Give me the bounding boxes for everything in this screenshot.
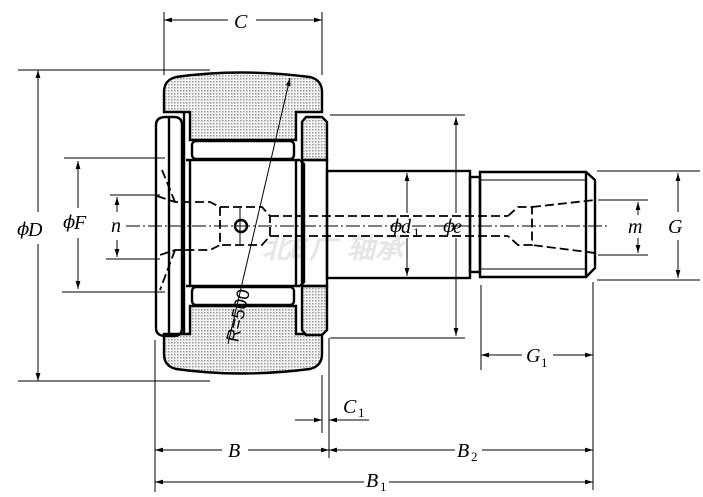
dim-phie: ϕ e xyxy=(330,114,465,339)
radius-leader xyxy=(227,77,291,345)
svg-text:ϕ: ϕ xyxy=(17,219,29,240)
svg-text:B: B xyxy=(228,440,240,462)
dim-phiD: ϕ D xyxy=(17,69,210,382)
svg-text:1: 1 xyxy=(380,479,387,494)
dim-G: G xyxy=(597,170,700,281)
dim-m: m xyxy=(598,199,648,256)
dim-C1: C 1 xyxy=(295,338,369,458)
stud-shaft xyxy=(325,169,597,280)
svg-text:B: B xyxy=(366,470,378,492)
dim-C: C xyxy=(163,11,323,75)
svg-text:G: G xyxy=(526,345,541,367)
dim-phid1: ϕ d 1 xyxy=(390,173,420,276)
svg-text:d: d xyxy=(401,216,412,238)
dim-G1: G 1 xyxy=(480,282,594,490)
svg-text:G: G xyxy=(668,216,683,238)
svg-text:C: C xyxy=(343,396,357,418)
svg-text:ϕ: ϕ xyxy=(390,216,402,237)
svg-text:1: 1 xyxy=(541,355,548,370)
svg-text:e: e xyxy=(453,216,462,238)
hidden-lines xyxy=(156,169,596,291)
outer-ring xyxy=(162,71,324,375)
svg-text:D: D xyxy=(27,219,43,241)
svg-text:n: n xyxy=(111,215,121,237)
side-plate-left xyxy=(154,112,186,338)
svg-text:F: F xyxy=(73,212,87,234)
svg-text:ϕ: ϕ xyxy=(63,212,75,233)
side-plate-right xyxy=(300,115,329,337)
svg-text:2: 2 xyxy=(471,449,478,464)
svg-text:1: 1 xyxy=(413,225,420,240)
svg-text:ϕ: ϕ xyxy=(443,216,455,237)
svg-text:1: 1 xyxy=(358,405,365,420)
dim-B1: B 1 xyxy=(155,470,593,494)
watermark-text: 北E广 轴承 xyxy=(262,232,406,265)
dim-phiF: ϕ F xyxy=(62,157,165,293)
svg-text:C: C xyxy=(234,11,248,33)
svg-text:m: m xyxy=(628,216,642,238)
dim-B2: B 2 xyxy=(329,440,593,464)
dim-n: n xyxy=(106,194,160,260)
dim-B: B xyxy=(154,340,329,492)
svg-text:B: B xyxy=(457,440,469,462)
